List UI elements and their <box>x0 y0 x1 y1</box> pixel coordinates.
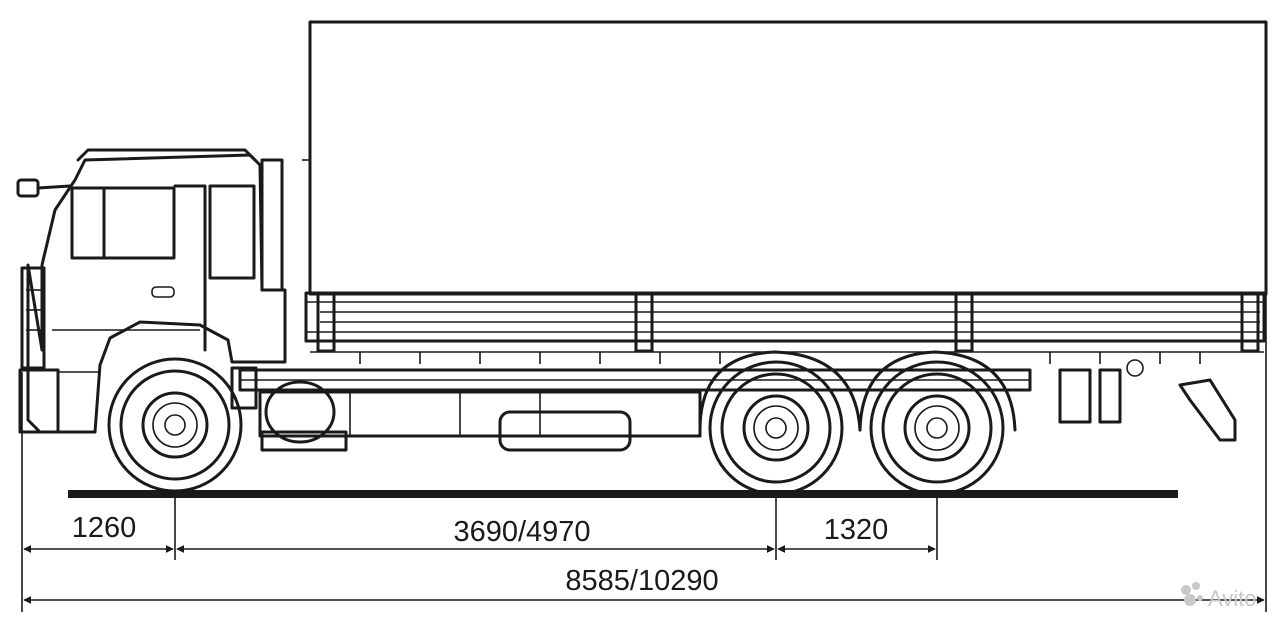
watermark: Avito <box>1181 582 1257 611</box>
extension-lines <box>21 294 1267 612</box>
dimension-overall-length: 8585/10290 <box>23 565 1265 604</box>
cargo-platform <box>304 291 1266 364</box>
rear-wheel-2 <box>858 350 1017 496</box>
dim-label-rear-axle-spacing: 1320 <box>824 514 889 546</box>
avito-logo-icon <box>1181 582 1203 606</box>
dim-label-overall-length: 8585/10290 <box>565 565 718 597</box>
dimension-front-overhang: 1260 <box>23 512 174 553</box>
dimension-rear-axle-spacing: 1320 <box>777 514 936 553</box>
front-wheel <box>107 357 243 493</box>
truck-cab <box>16 148 287 434</box>
dim-label-wheelbase: 3690/4970 <box>453 516 590 548</box>
cargo-tent <box>302 20 1268 296</box>
dim-label-front-overhang: 1260 <box>72 512 137 544</box>
side-equipment <box>260 380 348 452</box>
rear-wheel-1 <box>698 350 862 496</box>
dimension-wheelbase: 3690/4970 <box>176 516 775 553</box>
watermark-text: Avito <box>1208 586 1257 611</box>
